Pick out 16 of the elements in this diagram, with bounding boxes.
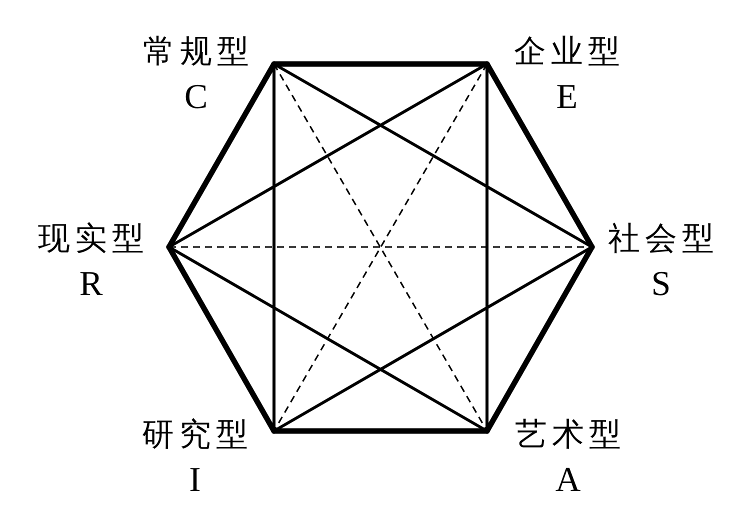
type-code: C (184, 79, 208, 114)
thick-line (166, 61, 277, 250)
thick-line (484, 244, 595, 434)
type-name: 艺术型 (514, 418, 626, 450)
type-name: 常规型 (142, 35, 254, 67)
type-name: 研究型 (141, 418, 253, 450)
type-code: S (651, 266, 671, 301)
type-code: R (79, 266, 103, 301)
type-name: 企业型 (513, 35, 625, 67)
thick-line (271, 428, 490, 434)
type-name: 现实型 (37, 222, 149, 254)
type-code: E (556, 79, 578, 114)
type-code: A (555, 462, 581, 497)
type-name: 社会型 (607, 222, 719, 254)
thick-line (484, 61, 595, 250)
type-code: I (189, 462, 201, 497)
